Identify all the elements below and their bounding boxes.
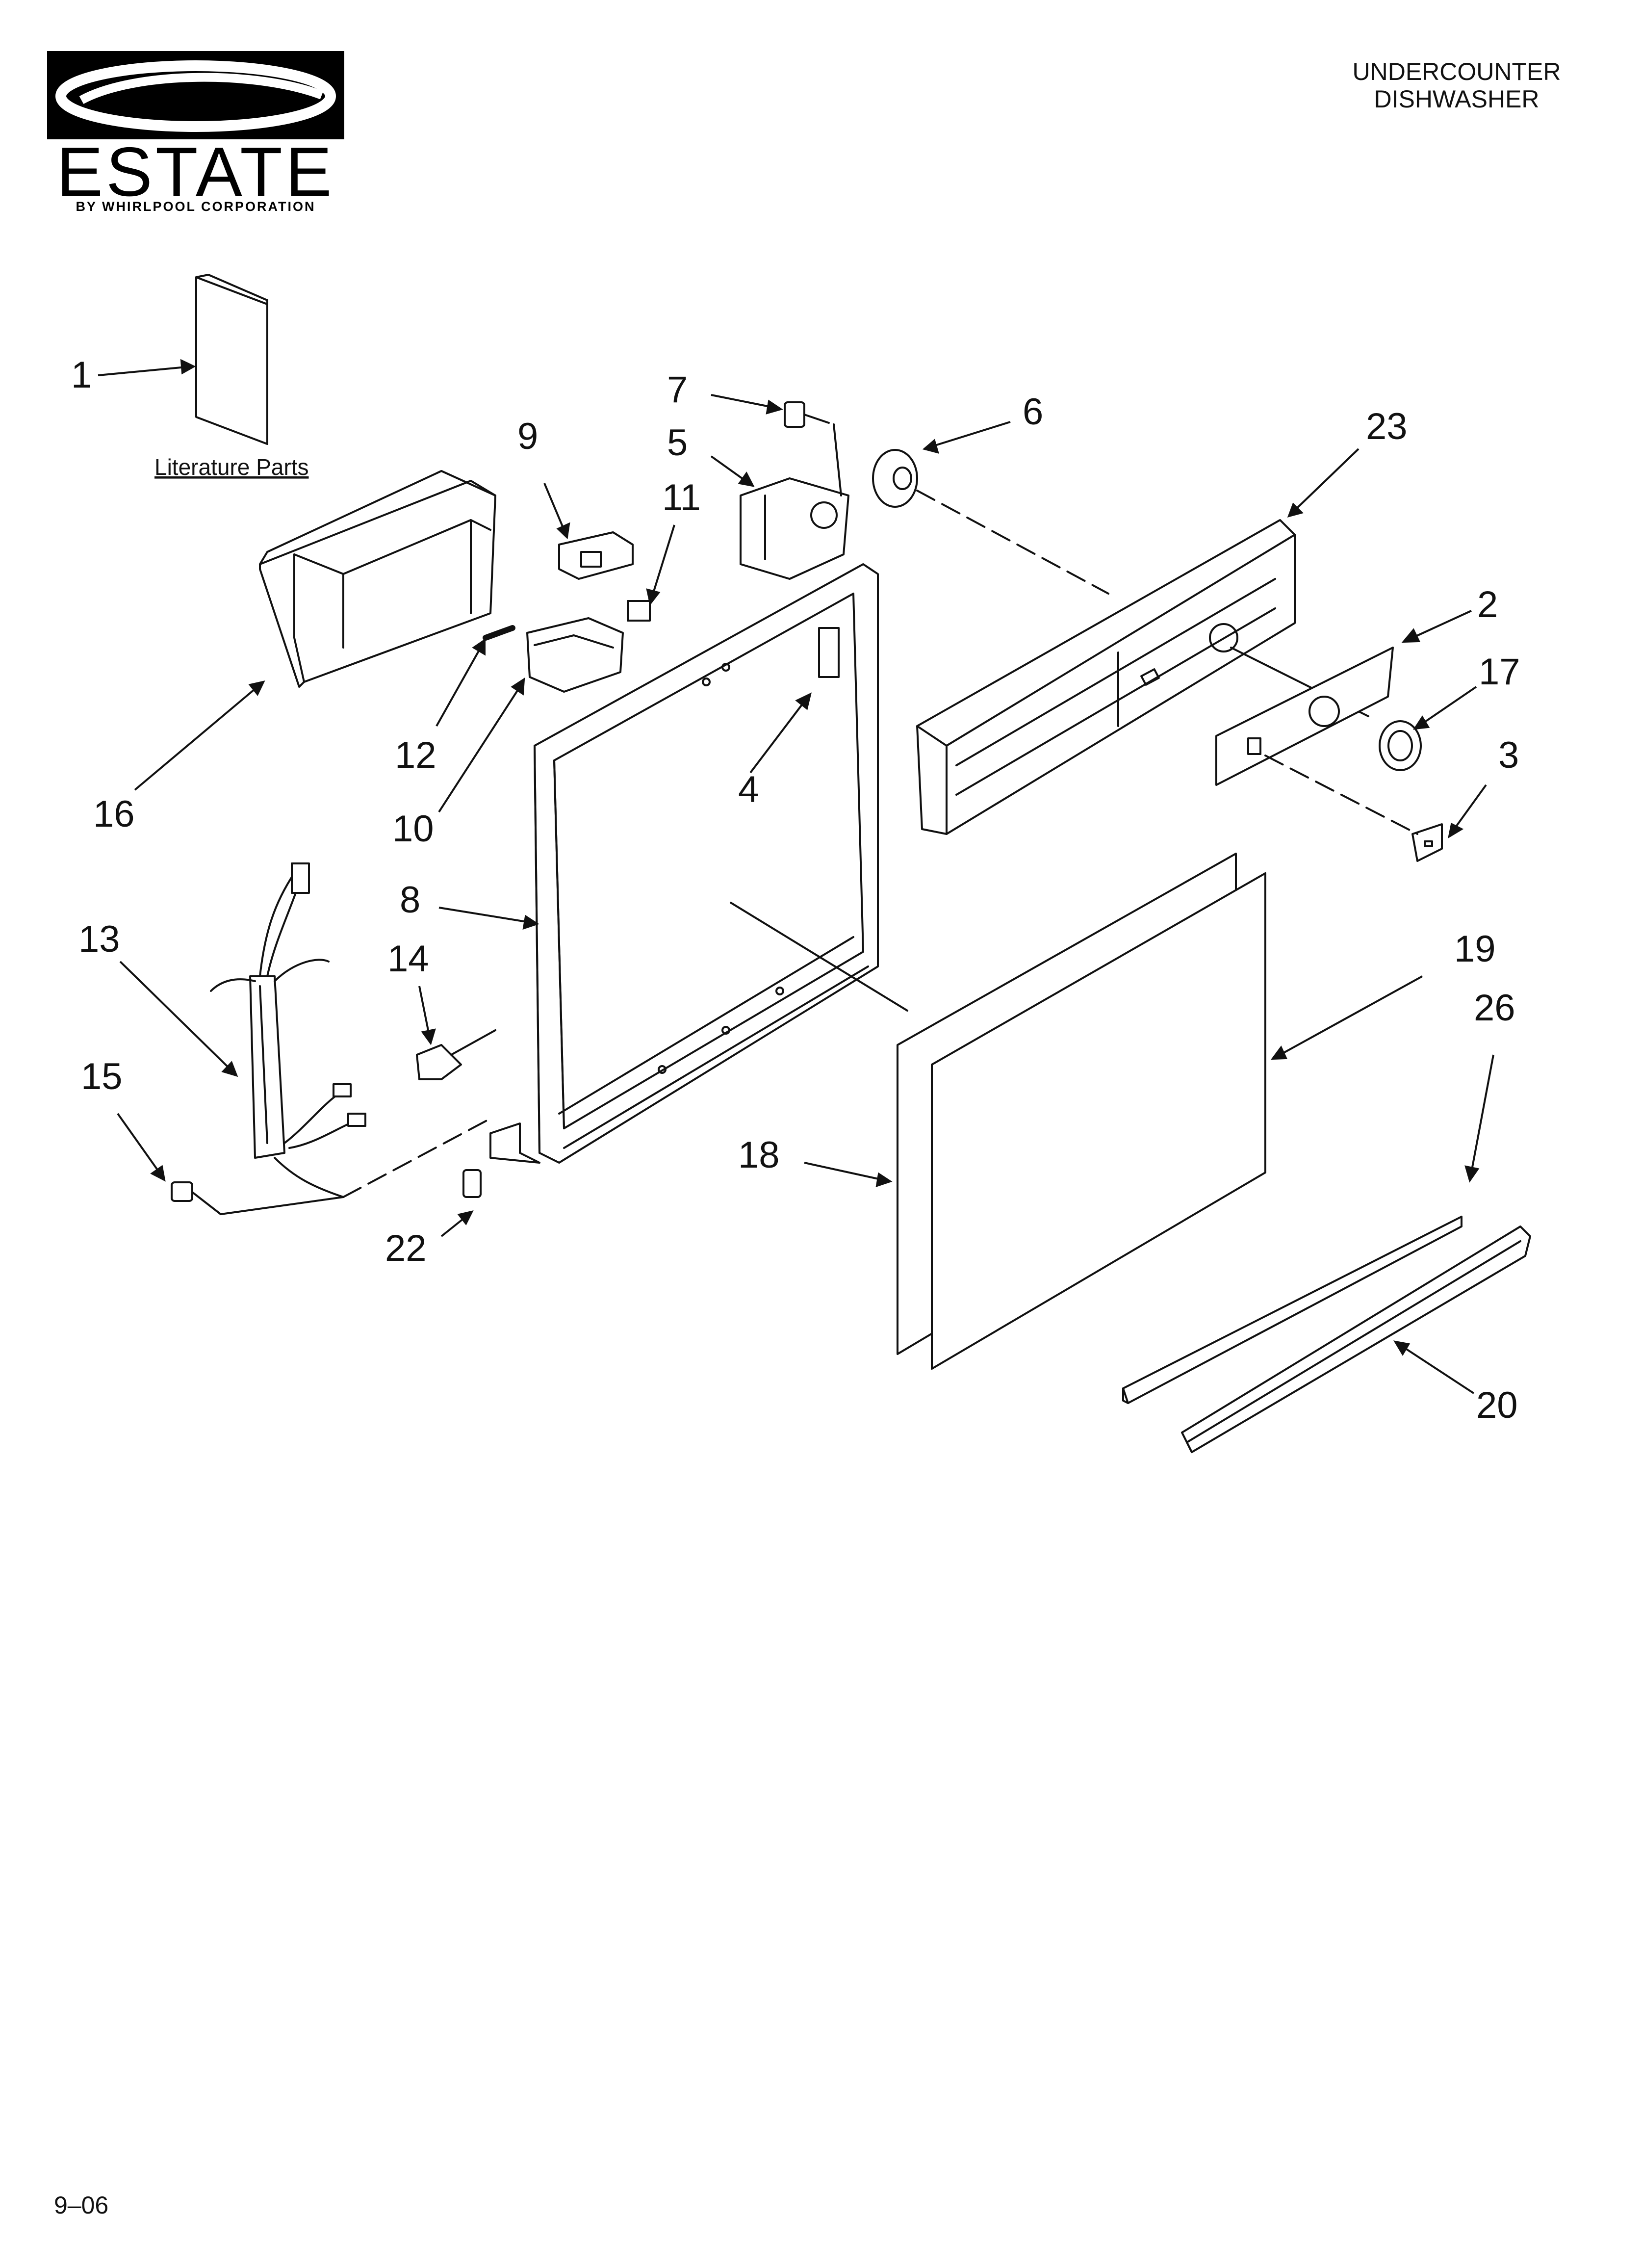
callout-19: 19 <box>1454 928 1496 970</box>
callout-23: 23 <box>1366 406 1408 447</box>
timer-screw <box>784 401 842 496</box>
harness-screw <box>171 1181 344 1215</box>
door-switch <box>627 600 651 622</box>
callout-5: 5 <box>667 422 688 464</box>
latch-part <box>558 531 634 580</box>
callout-11: 11 <box>662 477 701 519</box>
callout-20: 20 <box>1476 1384 1518 1426</box>
door-clip <box>462 1169 482 1198</box>
revision-code: 9–06 <box>54 2191 109 2219</box>
bottom-door-trim <box>1181 1225 1531 1453</box>
door-trim-strip <box>1122 1216 1462 1404</box>
door-sensor <box>416 1029 496 1080</box>
callout-22: 22 <box>385 1227 427 1269</box>
page-title: UNDERCOUNTER DISHWASHER <box>1314 58 1599 113</box>
wiring-harness <box>210 862 366 1198</box>
callout-4: 4 <box>738 769 759 810</box>
callout-9: 9 <box>517 416 538 457</box>
callout-18: 18 <box>738 1134 780 1176</box>
callout-26: 26 <box>1474 987 1515 1029</box>
title-line-2: DISHWASHER <box>1374 85 1539 113</box>
estate-logo-emblem <box>47 51 344 139</box>
callout-15: 15 <box>81 1056 123 1097</box>
callout-6: 6 <box>1023 391 1043 433</box>
callout-10: 10 <box>392 808 434 850</box>
knob-axis-line <box>916 490 1109 595</box>
callout-8: 8 <box>400 879 420 921</box>
timer-module <box>740 477 849 580</box>
control-knob <box>1379 720 1422 771</box>
callout-12: 12 <box>395 734 436 776</box>
callout-1: 1 <box>71 354 92 396</box>
harness-axis-line <box>342 1118 491 1198</box>
literature-parts-label: Literature Parts <box>154 454 308 480</box>
brand-tagline: BY WHIRLPOOL CORPORATION <box>76 199 316 214</box>
callout-17: 17 <box>1479 651 1520 693</box>
callout-7: 7 <box>667 369 688 411</box>
estate-logo <box>47 51 344 213</box>
timer-knob <box>872 449 918 508</box>
literature-booklet <box>195 274 268 445</box>
latch-base <box>526 617 624 693</box>
leader-line-frame <box>730 902 908 1012</box>
brand-name: ESTATE <box>56 133 335 211</box>
callout-16: 16 <box>93 793 135 835</box>
callout-14: 14 <box>387 938 429 980</box>
door-shield-cover <box>259 470 496 688</box>
callout-2: 2 <box>1477 584 1498 626</box>
callout-13: 13 <box>78 918 120 960</box>
door-bracket <box>818 627 840 678</box>
latch-strip <box>483 625 515 641</box>
push-button <box>1411 823 1443 862</box>
control-console-panel <box>916 519 1296 835</box>
inner-door-frame <box>489 563 879 1164</box>
callout-3: 3 <box>1498 734 1519 776</box>
console-overlay <box>1215 647 1394 786</box>
title-line-1: UNDERCOUNTER <box>1352 58 1561 85</box>
button-axis-line <box>1264 755 1418 835</box>
outer-door-panel <box>897 853 1266 1370</box>
